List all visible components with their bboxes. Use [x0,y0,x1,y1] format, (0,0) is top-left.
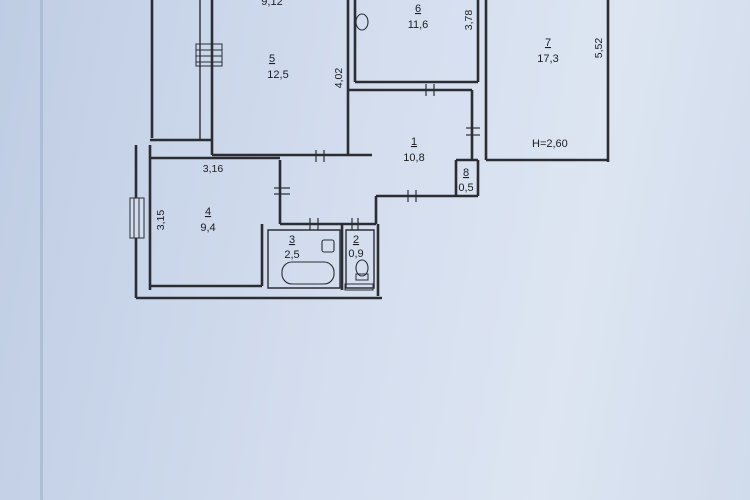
fixtures [281,13,374,291]
window-balcony [195,43,223,67]
room7-height-dim: 5,52 [593,38,605,59]
top-cut-label: 9,12 [261,0,282,8]
window-room4 [129,197,145,239]
room3-number: 3 [289,234,295,246]
wc-outline [345,229,375,289]
room2-area: 0,9 [348,248,363,260]
room2-number: 2 [353,234,359,246]
windows [129,43,223,239]
room6-height-dim: 3,78 [463,10,475,31]
room3-area: 2,5 [284,249,299,261]
dimension-labels: 4,02 3,78 5,52 3,16 3,15 H=2,60 [155,10,605,231]
toilet-icon [355,259,369,277]
doors [274,84,480,230]
room6-sink-icon [355,13,369,31]
room5-height-dim: 4,02 [333,68,345,89]
bath-sink-icon [321,239,335,253]
page-fold-line [40,0,43,500]
room7-area: 17,3 [537,53,558,65]
room5-number: 5 [269,53,275,65]
room6-number: 6 [415,3,421,15]
ceiling-height-label: H=2,60 [532,138,568,150]
bath-outline [267,229,341,289]
room4-width-dim: 3,16 [203,163,224,175]
room4-number: 4 [205,206,211,218]
wc-vent-icon [344,283,374,291]
room7-number: 7 [545,37,551,49]
room1-number: 1 [411,136,417,148]
bathtub-icon [281,261,335,285]
room8-number: 8 [463,167,469,179]
room6-area: 11,6 [408,19,429,31]
room4-area: 9,4 [200,222,215,234]
room4-height-dim: 3,15 [155,210,167,231]
room8-area: 0,5 [458,182,473,194]
room-labels: 9,12 5 12,5 6 11,6 7 17,3 1 10,8 8 0,5 4… [200,0,558,261]
room5-area: 12,5 [267,69,288,81]
room1-area: 10,8 [403,152,424,164]
